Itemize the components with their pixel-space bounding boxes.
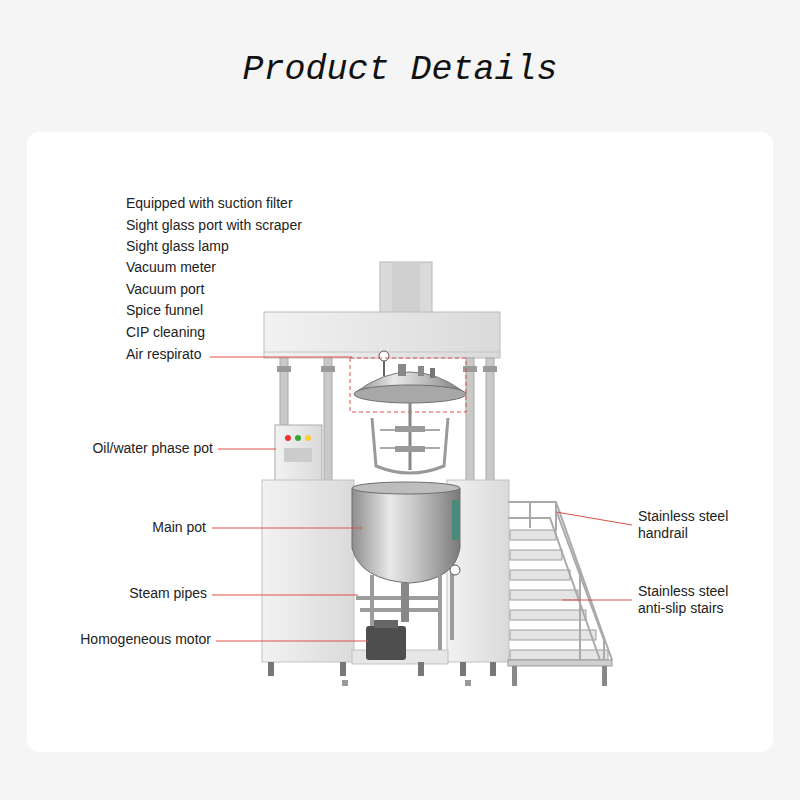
part-label: Sight glass port with scraper <box>126 217 302 234</box>
part-label: Main pot <box>152 519 206 536</box>
part-label: CIP cleaning <box>126 324 205 341</box>
part-label: Vacuum port <box>126 281 204 298</box>
part-label: Stainless steel anti-slip stairs <box>638 583 748 617</box>
part-label: Oil/water phase pot <box>92 440 213 457</box>
part-label: Stainless steel handrail <box>638 508 748 542</box>
part-label: Vacuum meter <box>126 259 216 276</box>
page-title: Product Details <box>0 48 800 92</box>
part-label: Sight glass lamp <box>126 238 229 255</box>
part-label: Steam pipes <box>129 585 207 602</box>
part-label: Spice funnel <box>126 302 203 319</box>
part-label: Equipped with suction filter <box>126 195 293 212</box>
part-label: Homogeneous motor <box>80 631 211 648</box>
part-label: Air respirato <box>126 346 201 363</box>
